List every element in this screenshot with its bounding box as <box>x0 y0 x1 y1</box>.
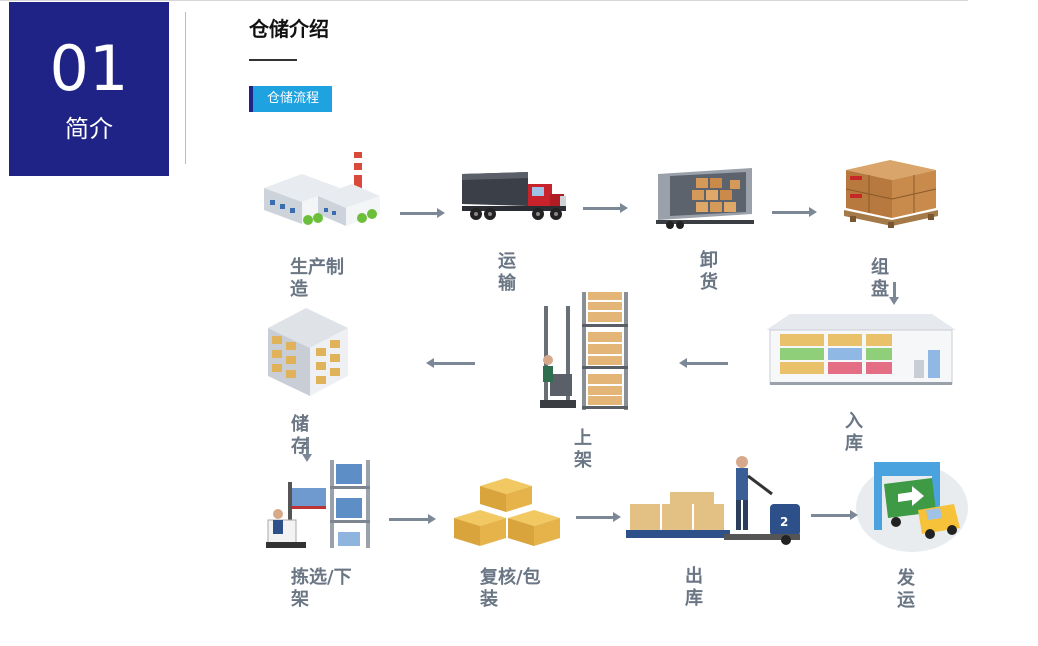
unloading-illustration <box>656 168 754 229</box>
step-shipping-label: 发运 <box>897 568 915 611</box>
forklift-number: 2 <box>780 515 788 529</box>
step-inbound-label: 入库 <box>845 411 863 454</box>
arrow-recheck-to-outbound <box>576 512 621 522</box>
pallet-boxes-illustration <box>844 160 938 228</box>
step-transport-label: 运输 <box>498 251 516 294</box>
arrow-inbound-to-shelving <box>679 358 728 368</box>
top-divider <box>0 0 968 1</box>
picking-illustration <box>266 460 370 548</box>
factory-illustration <box>264 152 380 226</box>
arrow-storage-to-picking <box>302 437 312 462</box>
process-tag: 仓储流程 <box>249 86 332 112</box>
section-subtitle: 简介 <box>65 115 113 143</box>
step-recheck-label: 复核/包装 <box>480 567 541 610</box>
step-unload-label: 卸货 <box>700 250 718 293</box>
arrow-production-to-transport <box>400 208 445 218</box>
step-production-label: 生产制造 <box>290 257 344 300</box>
arrow-shelving-to-storage <box>426 358 475 368</box>
section-badge: 01 简介 <box>9 2 169 176</box>
step-outbound-label: 出库 <box>685 566 703 609</box>
section-number: 01 <box>49 32 129 105</box>
step-palletize-label: 组盘 <box>871 257 889 300</box>
step-shelving-label: 上架 <box>574 428 592 471</box>
arrow-outbound-to-shipping <box>811 510 858 520</box>
title-underline <box>249 59 297 61</box>
arrow-picking-to-recheck <box>389 514 436 524</box>
arrow-palletize-to-inbound <box>889 282 899 305</box>
arrow-transport-to-unload <box>583 203 628 213</box>
step-storage-label: 储存 <box>291 414 309 457</box>
pallet-jack-illustration: 2 <box>626 456 800 545</box>
storage-building-illustration <box>268 308 348 396</box>
page-title: 仓储介绍 <box>249 17 329 41</box>
cartons-illustration <box>454 478 560 546</box>
vertical-divider <box>185 12 186 164</box>
truck-illustration <box>462 172 566 220</box>
step-picking-label: 拣选/下架 <box>291 567 352 610</box>
warehouse-illustration <box>766 314 956 385</box>
forklift-shelving-illustration <box>540 292 628 410</box>
arrow-unload-to-palletize <box>772 207 817 217</box>
shipping-truck-illustration <box>856 462 968 552</box>
